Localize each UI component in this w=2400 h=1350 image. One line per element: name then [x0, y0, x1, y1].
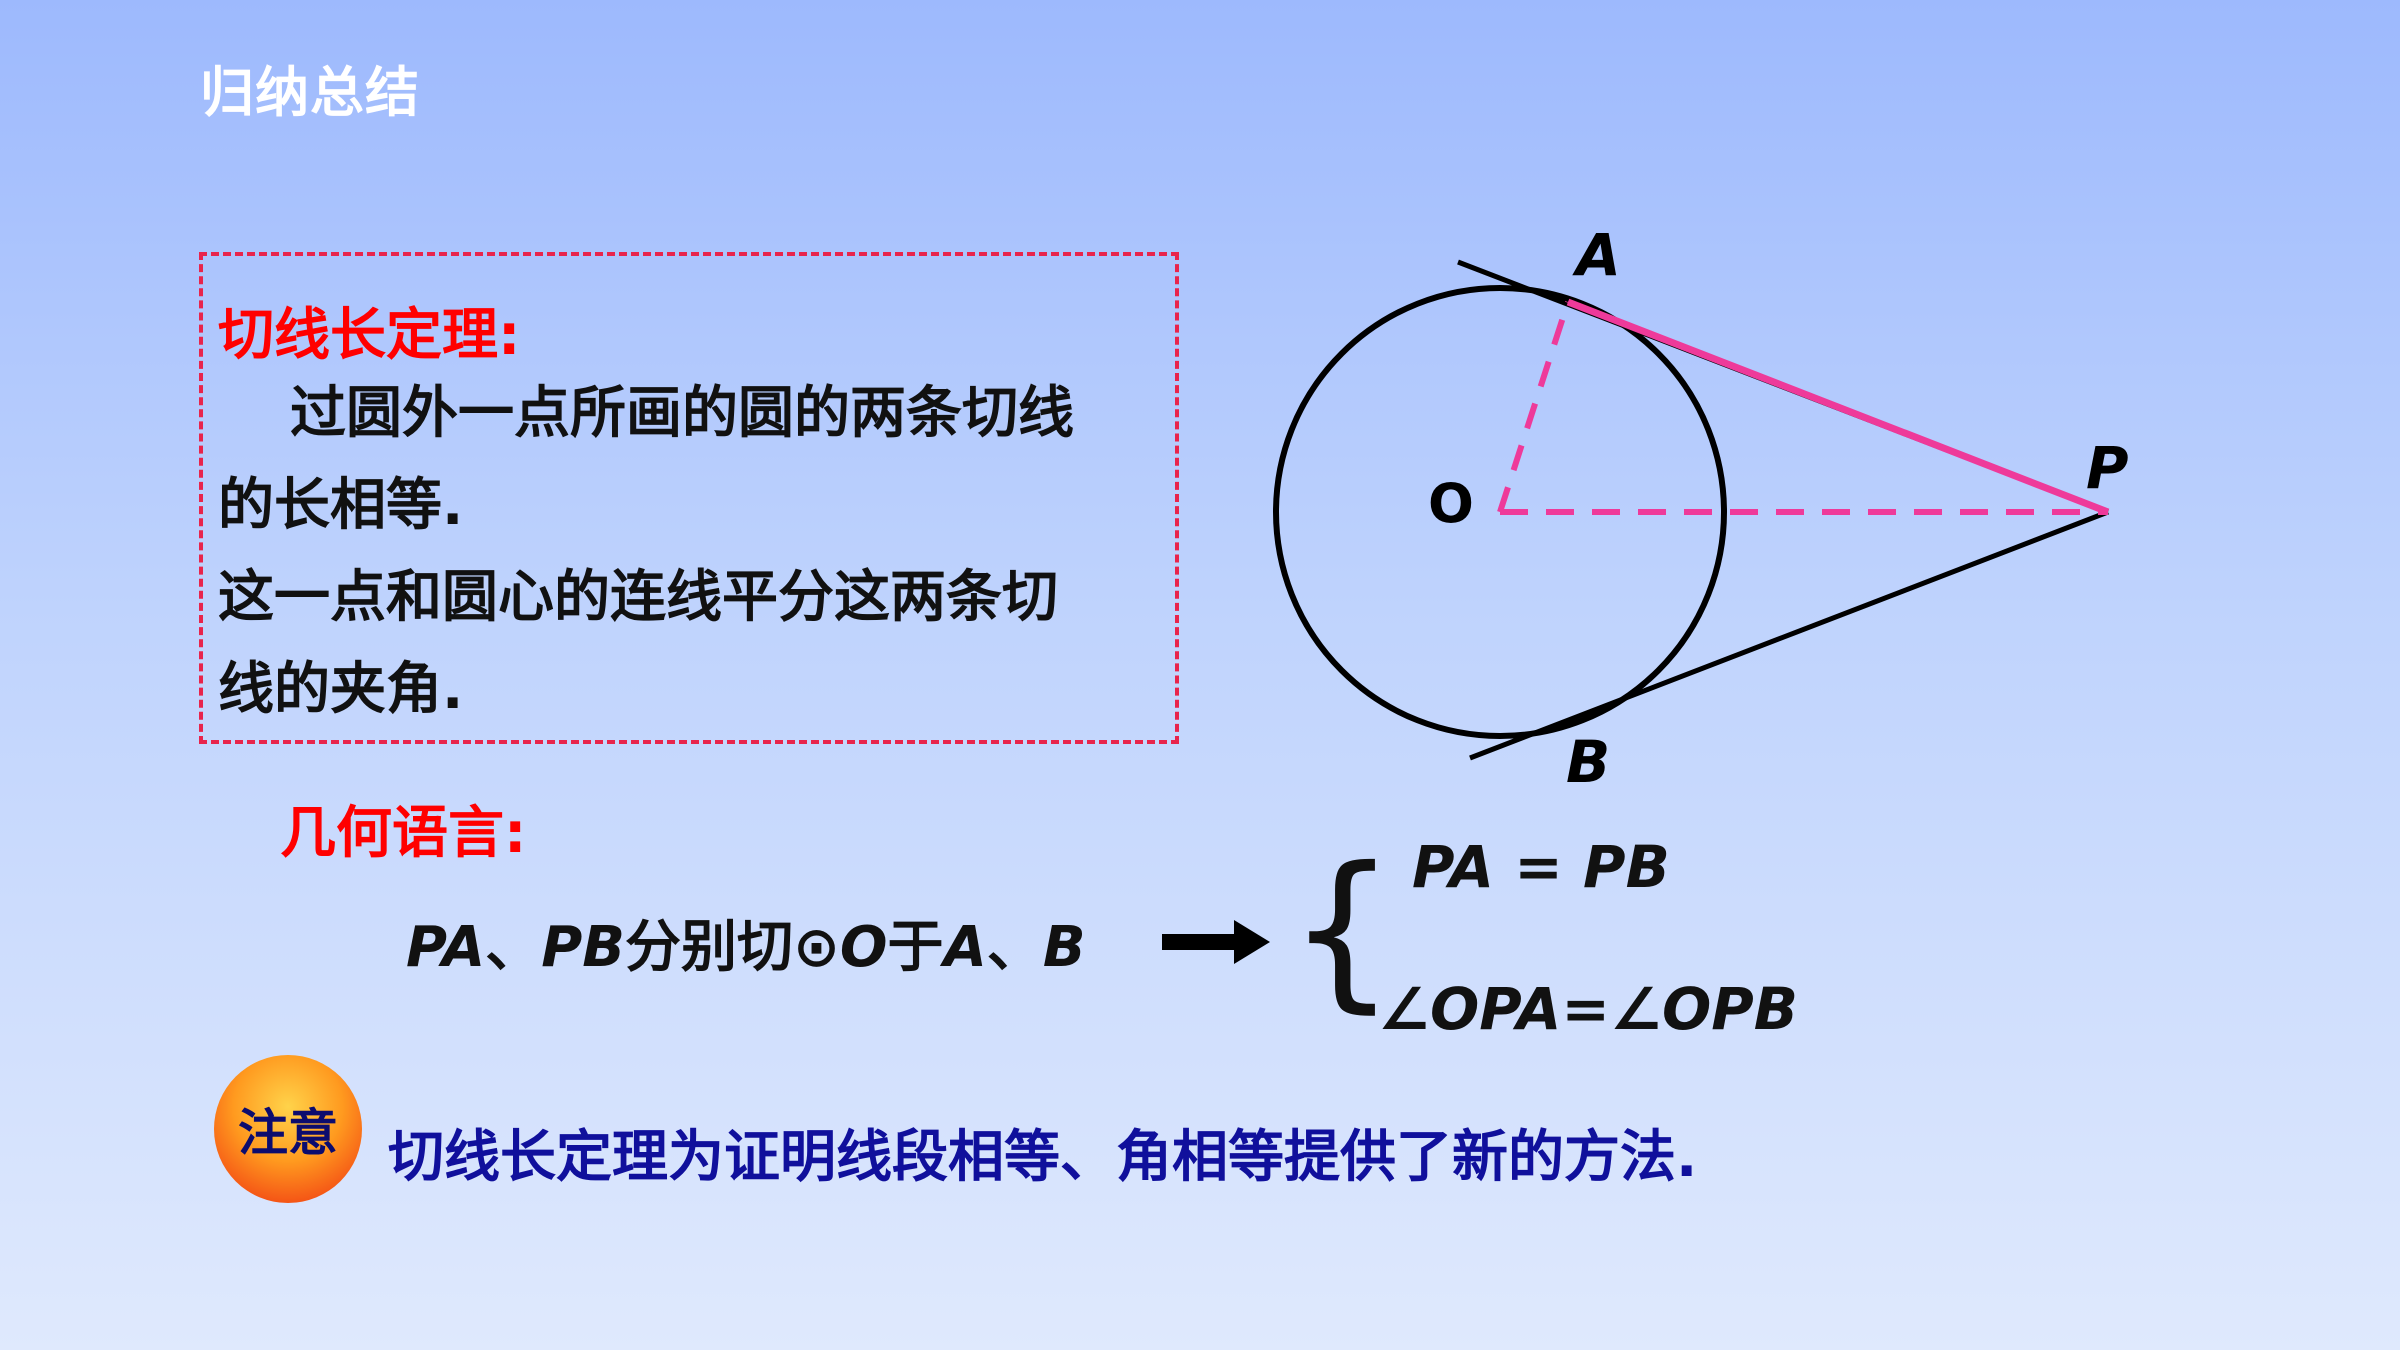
result-equal-angle: ∠OPA=∠OPB — [1378, 975, 1798, 1043]
theorem-line-4: 线的夹角. — [218, 657, 464, 722]
premise-sep-1: 、 — [485, 915, 542, 980]
premise-sep-2: 、 — [986, 915, 1043, 980]
right-arrow-icon — [1162, 920, 1270, 964]
note-text: 切线长定理为证明线段相等、角相等提供了新的方法. — [388, 1125, 1698, 1190]
premise-statement: PA、PB分别切⊙O于A、B — [406, 902, 1086, 983]
premise-pb: PB — [541, 915, 625, 980]
point-label-o: O — [1428, 472, 1474, 535]
theorem-title: 切线长定理: — [218, 303, 521, 368]
premise-b: B — [1042, 915, 1086, 980]
premise-o: O — [839, 915, 888, 980]
tangent-line-pb — [1469, 509, 2109, 761]
note-badge: 注意 — [214, 1055, 362, 1203]
premise-a: A — [943, 915, 987, 980]
point-label-a: A — [1572, 221, 1621, 289]
premise-pa: PA — [406, 915, 486, 980]
premise-middle: 分别切⊙ — [624, 915, 840, 980]
theorem-text: 过圆外一点所画的圆的两条切线 的长相等. 这一点和圆心的连线平分这两条切 线的夹… — [218, 368, 1158, 736]
result-equal-length: PA = PB — [1412, 833, 1670, 901]
left-brace-icon: { — [1288, 831, 1397, 1029]
theorem-box — [199, 252, 1179, 744]
point-label-b: B — [1566, 728, 1610, 796]
page-title: 归纳总结 — [200, 61, 420, 124]
theorem-line-2: 的长相等. — [218, 473, 464, 538]
point-label-p: P — [2086, 434, 2129, 502]
premise-yu: 于 — [887, 915, 944, 980]
theorem-line-1: 过圆外一点所画的圆的两条切线 — [290, 381, 1074, 446]
result-equal-length-text: PA = PB — [1412, 833, 1670, 901]
circle-o — [1273, 285, 1727, 739]
result-equal-angle-text: ∠OPA=∠OPB — [1378, 975, 1798, 1043]
note-badge-label: 注意 — [238, 1104, 338, 1162]
theorem-line-3: 这一点和圆心的连线平分这两条切 — [218, 565, 1058, 630]
radius-oa-dashed — [1497, 301, 1571, 513]
segment-pa-highlight — [1566, 298, 2110, 516]
geometry-language-title: 几何语言: — [280, 801, 527, 866]
